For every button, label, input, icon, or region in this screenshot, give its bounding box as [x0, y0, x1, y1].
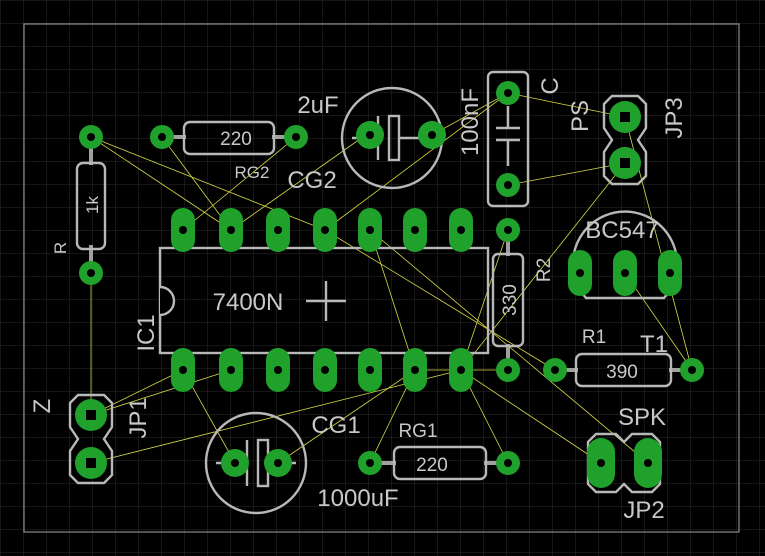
ic1-pin-5[interactable] [358, 348, 382, 392]
copper-pads [75, 81, 704, 488]
jp1-pin-1[interactable] [75, 399, 107, 431]
jumper-jp1[interactable]: Z JP1 [29, 393, 152, 485]
cg1-pad-2[interactable] [264, 449, 292, 477]
r2-pad-2[interactable] [496, 358, 520, 382]
cg2-value-label: 2uF [297, 92, 338, 119]
jp2-pin-1[interactable] [587, 438, 615, 488]
r2-name-label: R2 [534, 258, 555, 282]
rg2-name-label: RG2 [235, 163, 270, 182]
rg1-name-label: RG1 [398, 421, 437, 442]
jp1-label: Z [29, 399, 56, 414]
r1-pad-1[interactable] [543, 358, 567, 382]
ic1-pin-4[interactable] [313, 348, 337, 392]
ic1-pin-2[interactable] [219, 348, 243, 392]
cg1-value-label: 1000uF [317, 485, 398, 512]
rg2-value-label: 220 [220, 129, 252, 150]
jp1-name: JP1 [125, 397, 152, 438]
r2-value-label: 330 [500, 284, 521, 316]
c-pad-2[interactable] [496, 173, 520, 197]
r1-value-label: 390 [606, 362, 638, 383]
ic1-pin-6[interactable] [403, 348, 427, 392]
ic1-pin-7[interactable] [449, 348, 473, 392]
r-value-label: 1k [83, 196, 102, 214]
rg2-pad-1[interactable] [150, 125, 174, 149]
jumper-jp3[interactable]: PS JP3 [567, 94, 688, 186]
ic1-pin-10[interactable] [358, 208, 382, 252]
jp3-pin-1[interactable] [609, 101, 641, 133]
c-name-label: C [537, 77, 564, 94]
jp3-name: JP3 [661, 97, 688, 138]
r1-pad-2[interactable] [680, 358, 704, 382]
rg1-value-label: 220 [416, 455, 448, 476]
r1-name-label: R1 [582, 327, 606, 348]
c-pad-1[interactable] [496, 81, 520, 105]
t1-pin-2[interactable] [613, 250, 637, 296]
ic1-name-label: IC1 [133, 314, 160, 351]
c-value-label: 100nF [457, 88, 484, 156]
jp2-label: SPK [618, 404, 666, 431]
jp2-pin-2[interactable] [634, 438, 662, 488]
r2-pad-1[interactable] [496, 218, 520, 242]
ic1-pin-11[interactable] [313, 208, 337, 252]
jp3-label: PS [567, 100, 594, 132]
jp1-pin-2[interactable] [75, 447, 107, 479]
t1-pin-3[interactable] [658, 250, 682, 296]
cg1-pad-1[interactable] [221, 449, 249, 477]
jp3-pin-2[interactable] [609, 147, 641, 179]
ic1-pin-8[interactable] [449, 208, 473, 252]
rg2-pad-2[interactable] [284, 125, 308, 149]
r-pad-1[interactable] [79, 125, 103, 149]
cg1-name-label: CG1 [311, 412, 360, 439]
ic1-pin-9[interactable] [403, 208, 427, 252]
t1-value-label: BC547 [585, 217, 658, 244]
ic1-value-label: 7400N [213, 289, 284, 316]
ic1-pin-3[interactable] [266, 348, 290, 392]
cg2-pad-1[interactable] [356, 121, 384, 149]
ic1-pin-12[interactable] [266, 208, 290, 252]
r-pad-2[interactable] [79, 261, 103, 285]
jumper-jp2[interactable]: SPK JP2 [586, 404, 666, 524]
ic1-pin-13[interactable] [219, 208, 243, 252]
t1-pin-1[interactable] [568, 250, 592, 296]
capacitor-cg1[interactable]: CG1 1000uF [204, 411, 399, 515]
capacitor-c[interactable]: 100nF C [457, 70, 564, 208]
cg2-name-label: CG2 [287, 167, 336, 194]
jp2-name: JP2 [623, 497, 664, 524]
rg1-pad-1[interactable] [358, 451, 382, 475]
cg2-pad-2[interactable] [418, 121, 446, 149]
ic1-pin-14[interactable] [171, 208, 195, 252]
resistor-r2[interactable]: 330 R2 [491, 230, 555, 370]
ic1-pin-1[interactable] [171, 348, 195, 392]
rg1-pad-2[interactable] [496, 451, 520, 475]
r-name-label: R [51, 242, 70, 254]
board-outline [23, 23, 740, 533]
